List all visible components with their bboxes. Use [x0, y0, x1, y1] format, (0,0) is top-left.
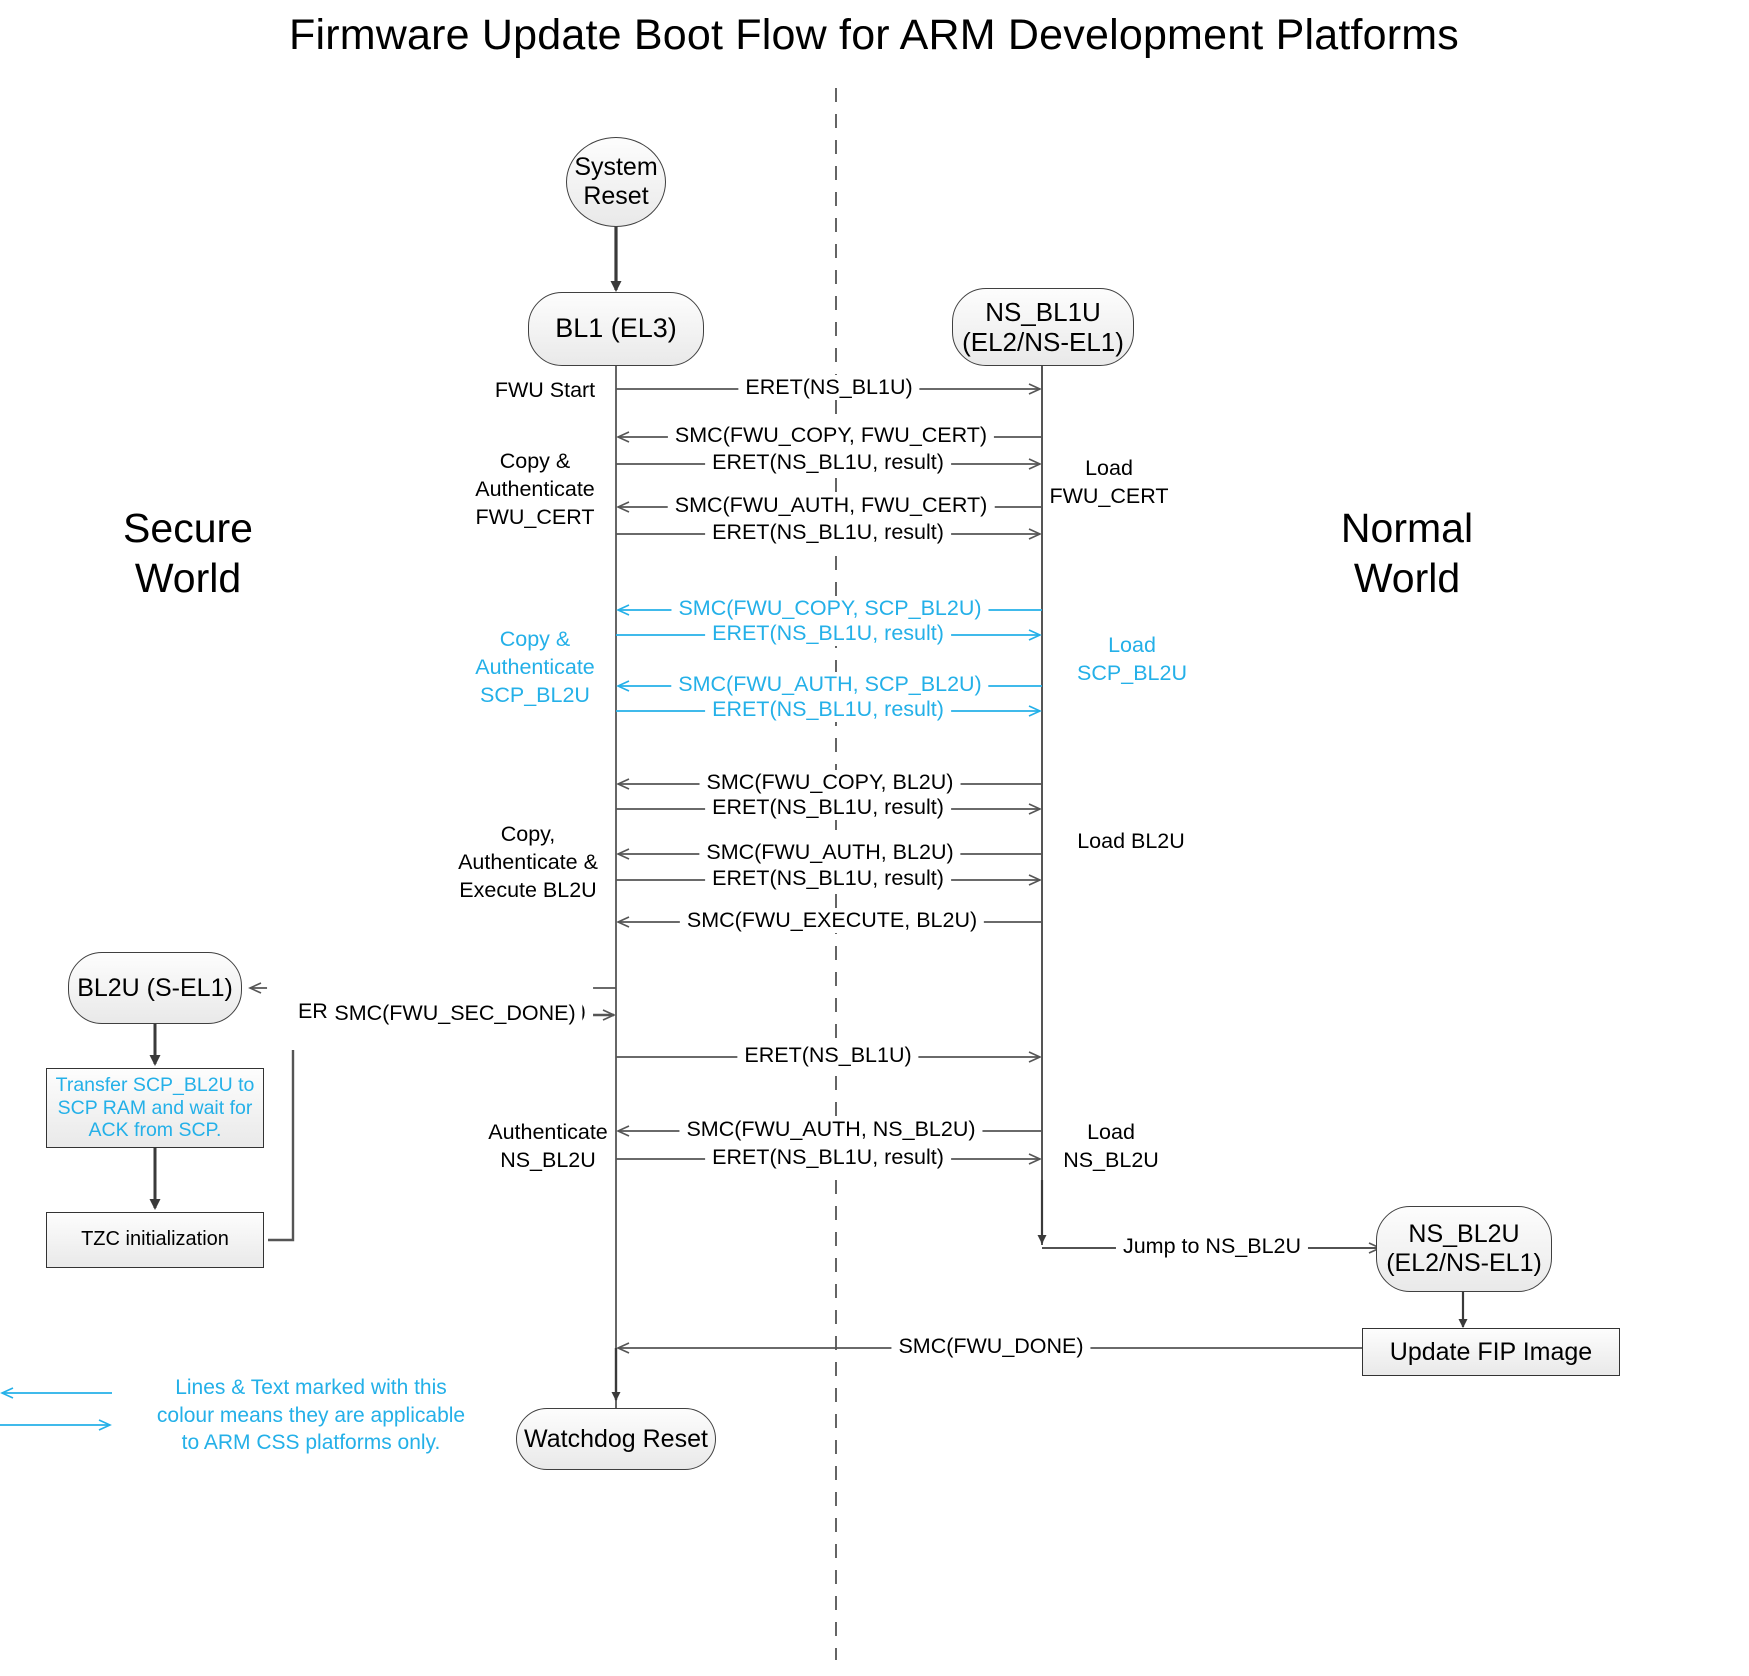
message-label-smc-fwu-sec-done: SMC(FWU_SEC_DONE) — [327, 1001, 583, 1027]
node-ns-bl1u[interactable]: NS_BL1U (EL2/NS-EL1) — [952, 288, 1134, 366]
node-watchdog-reset-label: Watchdog Reset — [524, 1424, 708, 1453]
message-label: ERET(NS_BL1U, result) — [705, 1145, 951, 1171]
message-label: SMC(FWU_AUTH, NS_BL2U) — [679, 1117, 983, 1143]
box-transfer-scp-bl2u[interactable]: Transfer SCP_BL2U to SCP RAM and wait fo… — [46, 1068, 264, 1148]
node-bl1[interactable]: BL1 (EL3) — [528, 292, 704, 366]
message-label: SMC(FWU_COPY, BL2U) — [699, 770, 961, 796]
message-label: SMC(FWU_COPY, SCP_BL2U) — [671, 596, 989, 622]
message-label: SMC(FWU_EXECUTE, BL2U) — [679, 908, 985, 934]
message-label: ERET(NS_BL1U, result) — [705, 795, 951, 821]
legend-text: Lines & Text marked with this colour mea… — [156, 1376, 466, 1455]
left-label-copy-auth-fwu-cert: Copy & Authenticate FWU_CERT — [475, 449, 595, 529]
message-label: SMC(FWU_AUTH, BL2U) — [699, 840, 961, 866]
message-label: ERET(NS_BL1U, result) — [705, 697, 951, 723]
right-label-load-fwu-cert: Load FWU_CERT — [1049, 456, 1169, 508]
message-label: SMC(FWU_AUTH, SCP_BL2U) — [671, 672, 989, 698]
left-label-authenticate-ns-bl2u: Authenticate NS_BL2U — [488, 1120, 608, 1172]
box-update-fip-image[interactable]: Update FIP Image — [1362, 1328, 1620, 1376]
message-label: ERET(NS_BL1U, result) — [705, 866, 951, 892]
box-tzc-initialization[interactable]: TZC initialization — [46, 1212, 264, 1268]
box-update-fip-image-label: Update FIP Image — [1389, 1337, 1593, 1366]
left-label-copy-auth-scp-bl2u: Copy & Authenticate SCP_BL2U — [475, 627, 595, 707]
left-label-fwu-start: FWU Start — [494, 378, 596, 402]
node-system-reset[interactable]: System Reset — [566, 137, 666, 227]
message-label: ERET(NS_BL1U, result) — [705, 450, 951, 476]
message-label: SMC(FWU_AUTH, FWU_CERT) — [667, 493, 995, 519]
node-ns-bl2u[interactable]: NS_BL2U (EL2/NS-EL1) — [1376, 1206, 1552, 1292]
message-label-jump-to-ns-bl2u: Jump to NS_BL2U — [1115, 1234, 1309, 1260]
message-label: SMC(FWU_COPY, FWU_CERT) — [667, 423, 995, 449]
node-bl1-label: BL1 (EL3) — [555, 313, 677, 344]
node-ns-bl2u-label: NS_BL2U (EL2/NS-EL1) — [1386, 1220, 1542, 1277]
right-label-load-bl2u: Load BL2U — [1077, 829, 1185, 853]
node-system-reset-label: System Reset — [574, 153, 658, 210]
node-watchdog-reset[interactable]: Watchdog Reset — [516, 1408, 716, 1470]
node-bl2u-label: BL2U (S-EL1) — [77, 973, 233, 1002]
right-label-load-scp-bl2u: Load SCP_BL2U — [1077, 633, 1187, 685]
secure-world-label: Secure World — [123, 505, 253, 602]
box-transfer-scp-bl2u-label: Transfer SCP_BL2U to SCP RAM and wait fo… — [55, 1074, 255, 1142]
box-tzc-initialization-label: TZC initialization — [81, 1228, 229, 1251]
node-ns-bl1u-label: NS_BL1U (EL2/NS-EL1) — [962, 296, 1124, 357]
node-bl2u[interactable]: BL2U (S-EL1) — [68, 952, 242, 1024]
message-label: ERET(NS_BL1U) — [738, 375, 920, 401]
left-label-copy-auth-exec-bl2u: Copy, Authenticate & Execute BL2U — [458, 822, 598, 902]
message-label: ERET(NS_BL1U, result) — [705, 520, 951, 546]
page-title: Firmware Update Boot Flow for ARM Develo… — [288, 11, 1460, 59]
message-label: ERET(NS_BL1U) — [737, 1043, 919, 1069]
right-label-load-ns-bl2u: Load NS_BL2U — [1063, 1120, 1159, 1172]
message-label: ERET(NS_BL1U, result) — [705, 621, 951, 647]
message-label-smc-fwu-done: SMC(FWU_DONE) — [891, 1334, 1091, 1360]
normal-world-label: Normal World — [1340, 505, 1474, 602]
